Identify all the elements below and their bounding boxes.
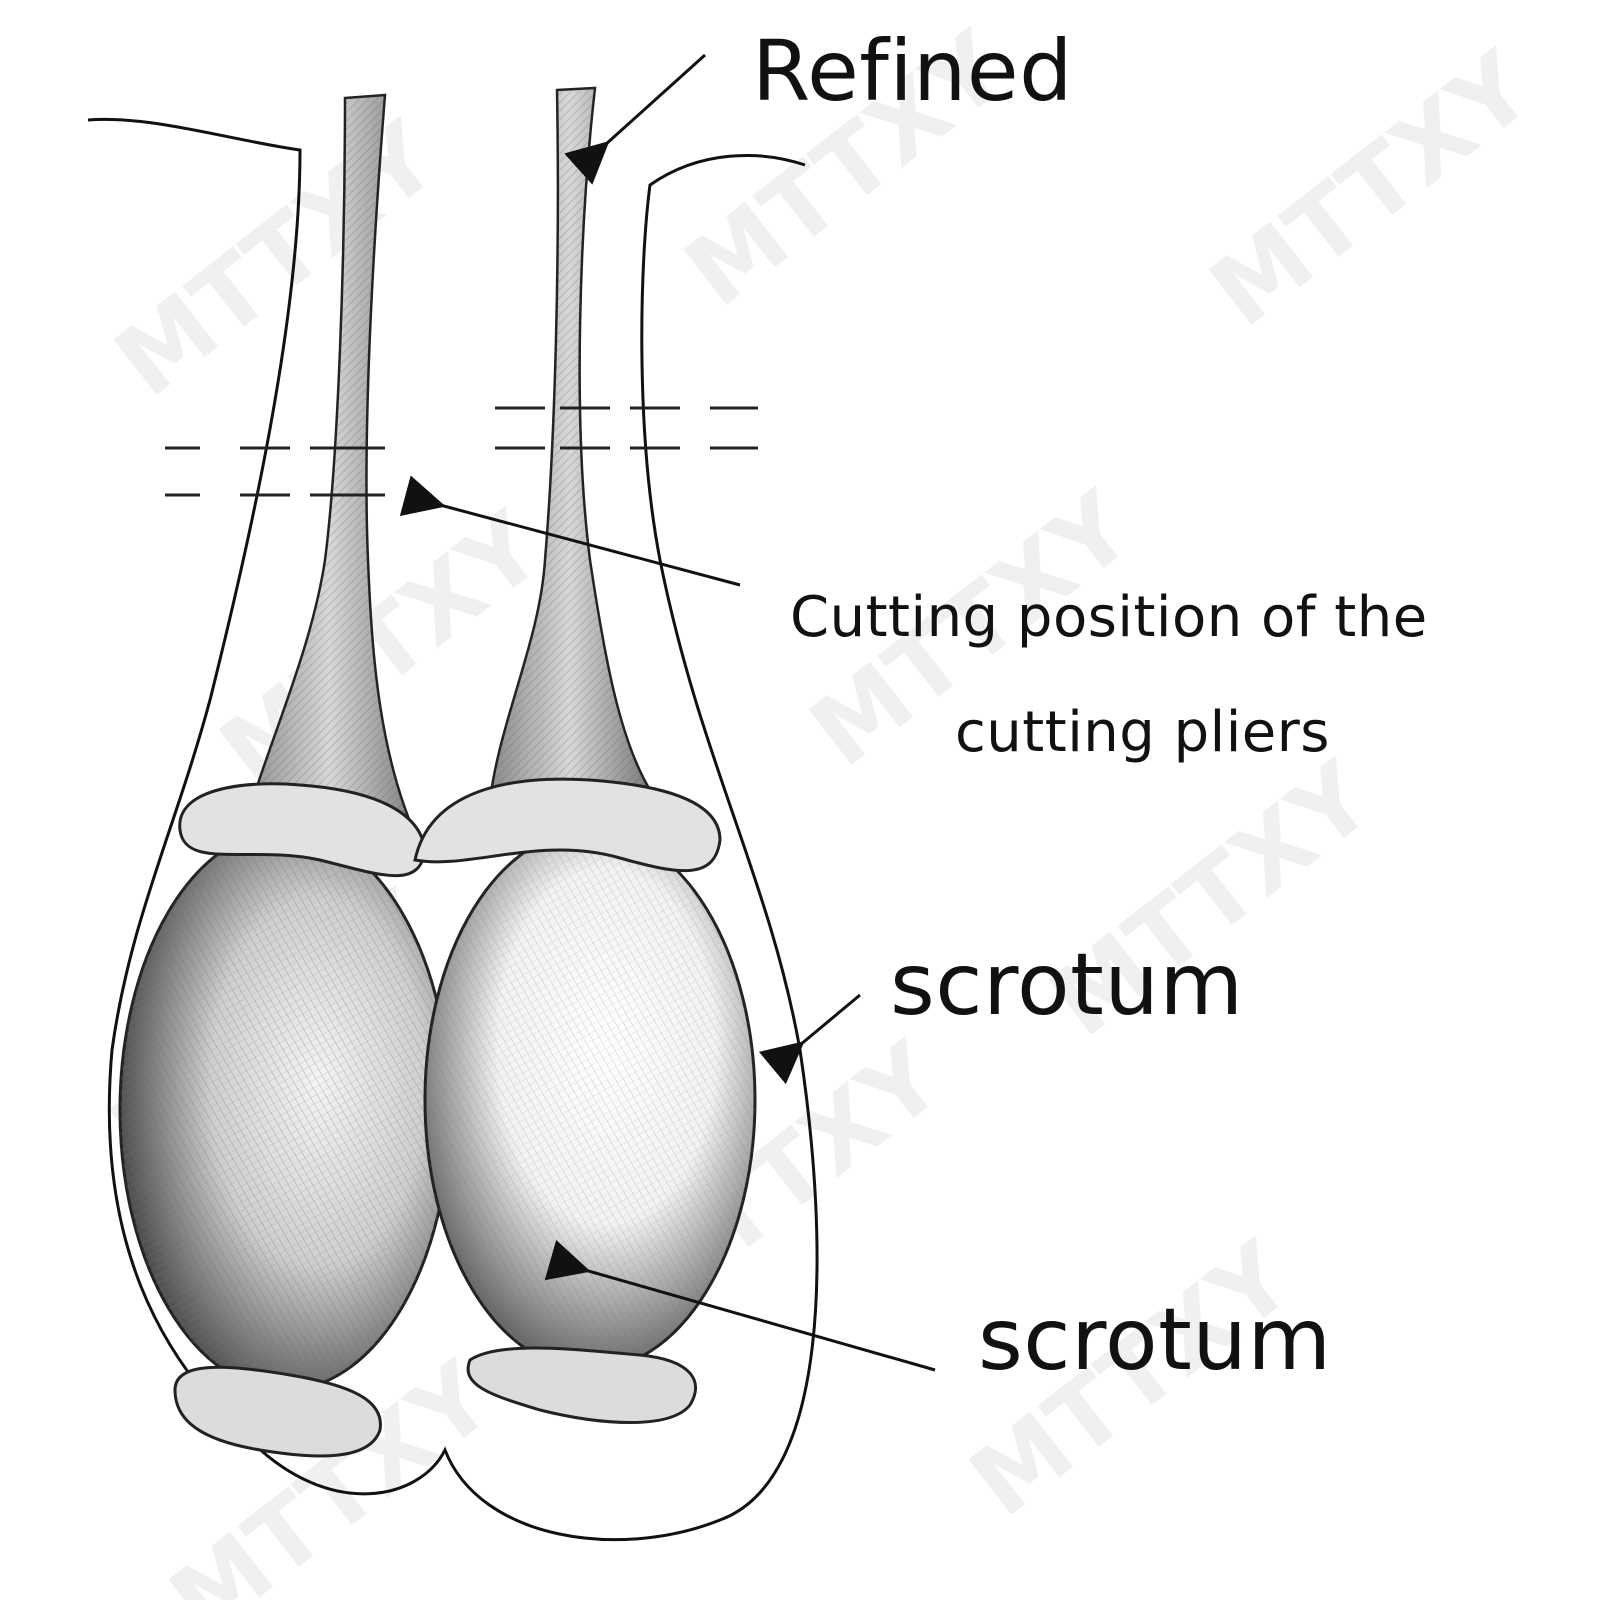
arrow-refined: [564, 53, 707, 185]
right-epididymis-head: [413, 777, 722, 873]
arrow-scrotum-inner: [544, 1239, 936, 1372]
label-scrotum-outer: scrotum: [890, 935, 1244, 1035]
label-cutting-line1: Cutting position of the: [790, 585, 1428, 650]
label-cutting-position: Cutting position of the cutting pliers: [790, 560, 1428, 790]
arrow-cutting: [399, 475, 741, 587]
scrotum-outline: [87, 117, 819, 1542]
left-cut-lines: [165, 446, 385, 497]
right-epididymis-tail: [466, 1346, 697, 1424]
right-cut-lines: [495, 406, 758, 450]
label-refined: Refined: [752, 22, 1073, 120]
left-epididymis-tail: [173, 1365, 382, 1458]
arrow-scrotum-outer: [758, 993, 861, 1085]
label-scrotum-inner: scrotum: [978, 1290, 1332, 1390]
label-cutting-line2: cutting pliers: [955, 700, 1330, 765]
